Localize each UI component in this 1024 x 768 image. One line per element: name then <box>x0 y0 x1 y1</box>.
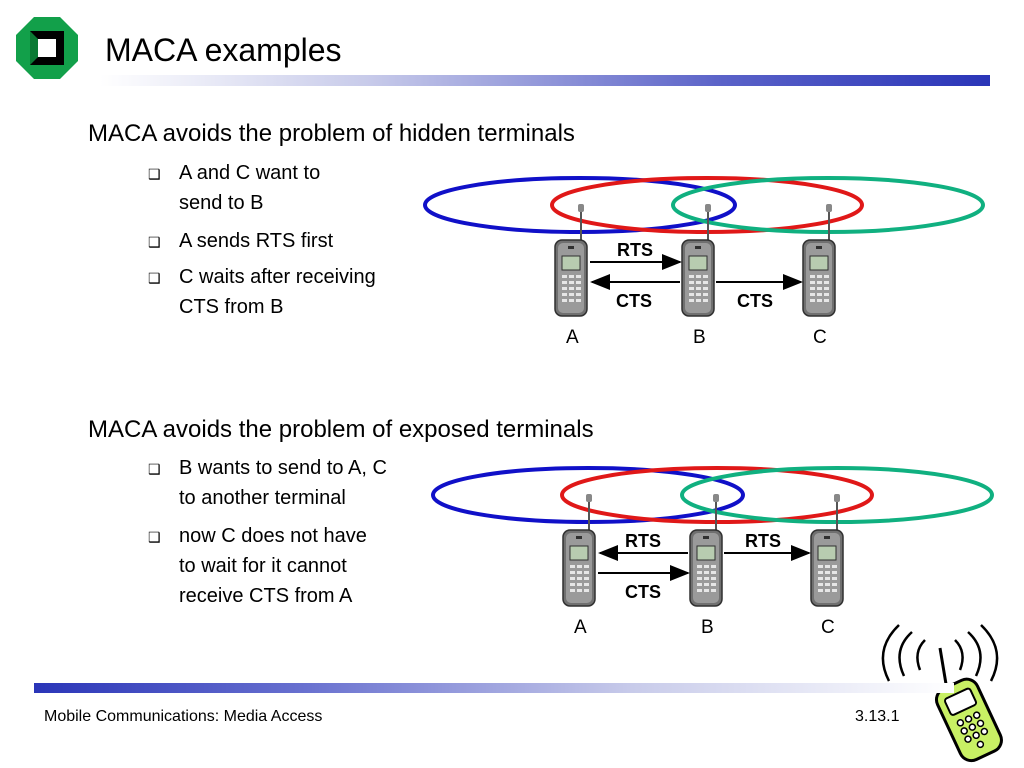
checkbox-bullet-icon: ❑ <box>148 529 161 545</box>
rts-label-left: RTS <box>625 531 661 551</box>
footer-slide-number: 3.13.1 <box>855 708 900 725</box>
title-underline-bar <box>100 75 990 86</box>
section1-bullet-1a: A and C want to <box>179 162 321 184</box>
section2-bullet-2a: now C does not have <box>179 525 367 547</box>
section2-bullet-2b: to wait for it cannot <box>179 555 347 577</box>
section1-bullet-3a: C waits after receiving <box>179 266 376 288</box>
slide-title: MACA examples <box>105 32 342 68</box>
node-label-a: A <box>566 327 579 348</box>
footer-bar <box>34 683 954 693</box>
rts-label-right: RTS <box>745 531 781 551</box>
university-logo-icon <box>16 17 78 79</box>
cts-label-left: CTS <box>616 291 652 311</box>
section2-bullet-1a: B wants to send to A, C <box>179 457 387 479</box>
cts-label-right: CTS <box>737 291 773 311</box>
rts-label: RTS <box>617 240 653 260</box>
checkbox-bullet-icon: ❑ <box>148 461 161 477</box>
node-label-a: A <box>574 617 587 638</box>
node-label-b: B <box>701 617 714 638</box>
checkbox-bullet-icon: ❑ <box>148 270 161 286</box>
section1-bullet-2: A sends RTS first <box>179 230 334 252</box>
checkbox-bullet-icon: ❑ <box>148 234 161 250</box>
node-label-c: C <box>813 327 827 348</box>
section1-bullet-1b: send to B <box>179 192 264 214</box>
node-label-b: B <box>693 327 706 348</box>
cts-label: CTS <box>625 582 661 602</box>
section2-heading: MACA avoids the problem of exposed termi… <box>88 416 594 443</box>
phone-clipart-icon <box>881 624 1003 763</box>
footer-course-title: Mobile Communications: Media Access <box>44 708 323 725</box>
section2-bullet-2c: receive CTS from A <box>179 585 353 607</box>
section1-bullet-3b: CTS from B <box>179 296 284 318</box>
checkbox-bullet-icon: ❑ <box>148 166 161 182</box>
section2-bullet-1b: to another terminal <box>179 487 346 509</box>
section1-heading: MACA avoids the problem of hidden termin… <box>88 120 575 147</box>
node-label-c: C <box>821 617 835 638</box>
